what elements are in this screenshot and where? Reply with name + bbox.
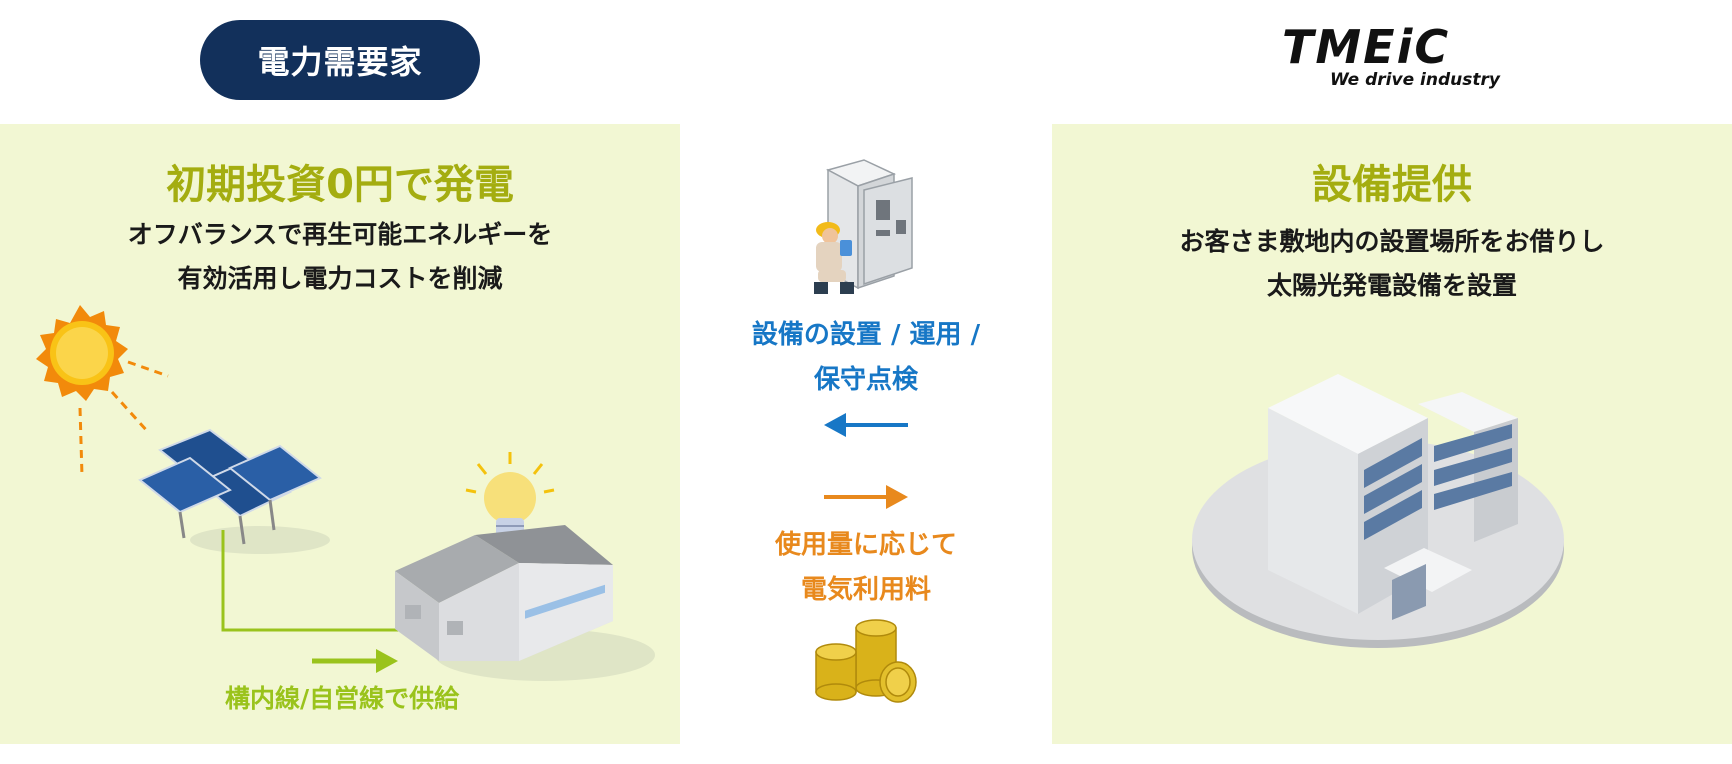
right-desc-line1: お客さま敷地内の設置場所をお借りし	[1179, 227, 1605, 256]
service-line2: 保守点検	[813, 365, 918, 395]
logo-wordmark: TMEiC	[1282, 20, 1451, 74]
coins-icon	[815, 619, 917, 703]
fee-line1: 使用量に応じて	[774, 530, 957, 560]
sun-icon	[36, 305, 169, 477]
fee-arrow	[824, 485, 908, 509]
right-heading: 設備提供	[1312, 162, 1472, 208]
solar-panel-icon	[138, 428, 330, 554]
technician-icon	[814, 222, 854, 294]
service-arrow	[824, 413, 908, 437]
logo-tagline: We drive industry	[1330, 70, 1500, 90]
office-building-icon	[1192, 374, 1564, 648]
service-line1: 設備の設置 / 運用 /	[751, 320, 981, 350]
left-heading: 初期投資0円で発電	[166, 162, 514, 208]
right-desc-line2: 太陽光発電設備を設置	[1266, 271, 1517, 300]
factory-icon	[395, 525, 655, 681]
fee-line2: 電気利用料	[800, 575, 931, 605]
left-desc-line2: 有効活用し電力コストを削減	[177, 264, 503, 293]
supply-arrow	[312, 649, 398, 673]
supply-line	[221, 530, 420, 632]
supply-label: 構内線/自営線で供給	[225, 684, 460, 713]
left-desc-line1: オフバランスで再生可能エネルギーを	[127, 220, 553, 249]
customer-label: 電力需要家	[200, 20, 480, 100]
